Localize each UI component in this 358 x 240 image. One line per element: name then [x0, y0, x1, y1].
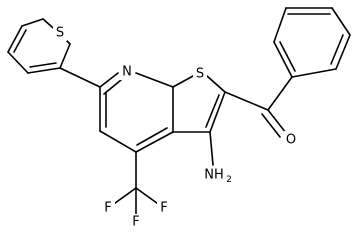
amino-subscript: 2 [226, 175, 232, 185]
fluorine-label: F [132, 215, 139, 230]
atom-label-nh2: NH 2 [202, 166, 232, 185]
atom-label-f3: F [157, 200, 171, 216]
fluorine-label: F [104, 201, 111, 216]
nitrogen-label: N [122, 65, 132, 80]
oxygen-label: O [286, 133, 296, 148]
bond-lines [7, 7, 351, 216]
atom-label-n-pyridine: N [119, 64, 135, 80]
atom-label-f2: F [129, 214, 143, 230]
atom-label-s-fused: S [193, 66, 207, 82]
sulfur-label: S [196, 67, 204, 82]
atom-label-s-thiophene: S [53, 25, 67, 41]
atom-label-f1: F [101, 200, 115, 216]
atom-label-o-carbonyl: O [284, 131, 300, 148]
sulfur-label: S [56, 26, 64, 41]
amino-label: NH [204, 168, 224, 183]
fluorine-label: F [160, 201, 167, 216]
